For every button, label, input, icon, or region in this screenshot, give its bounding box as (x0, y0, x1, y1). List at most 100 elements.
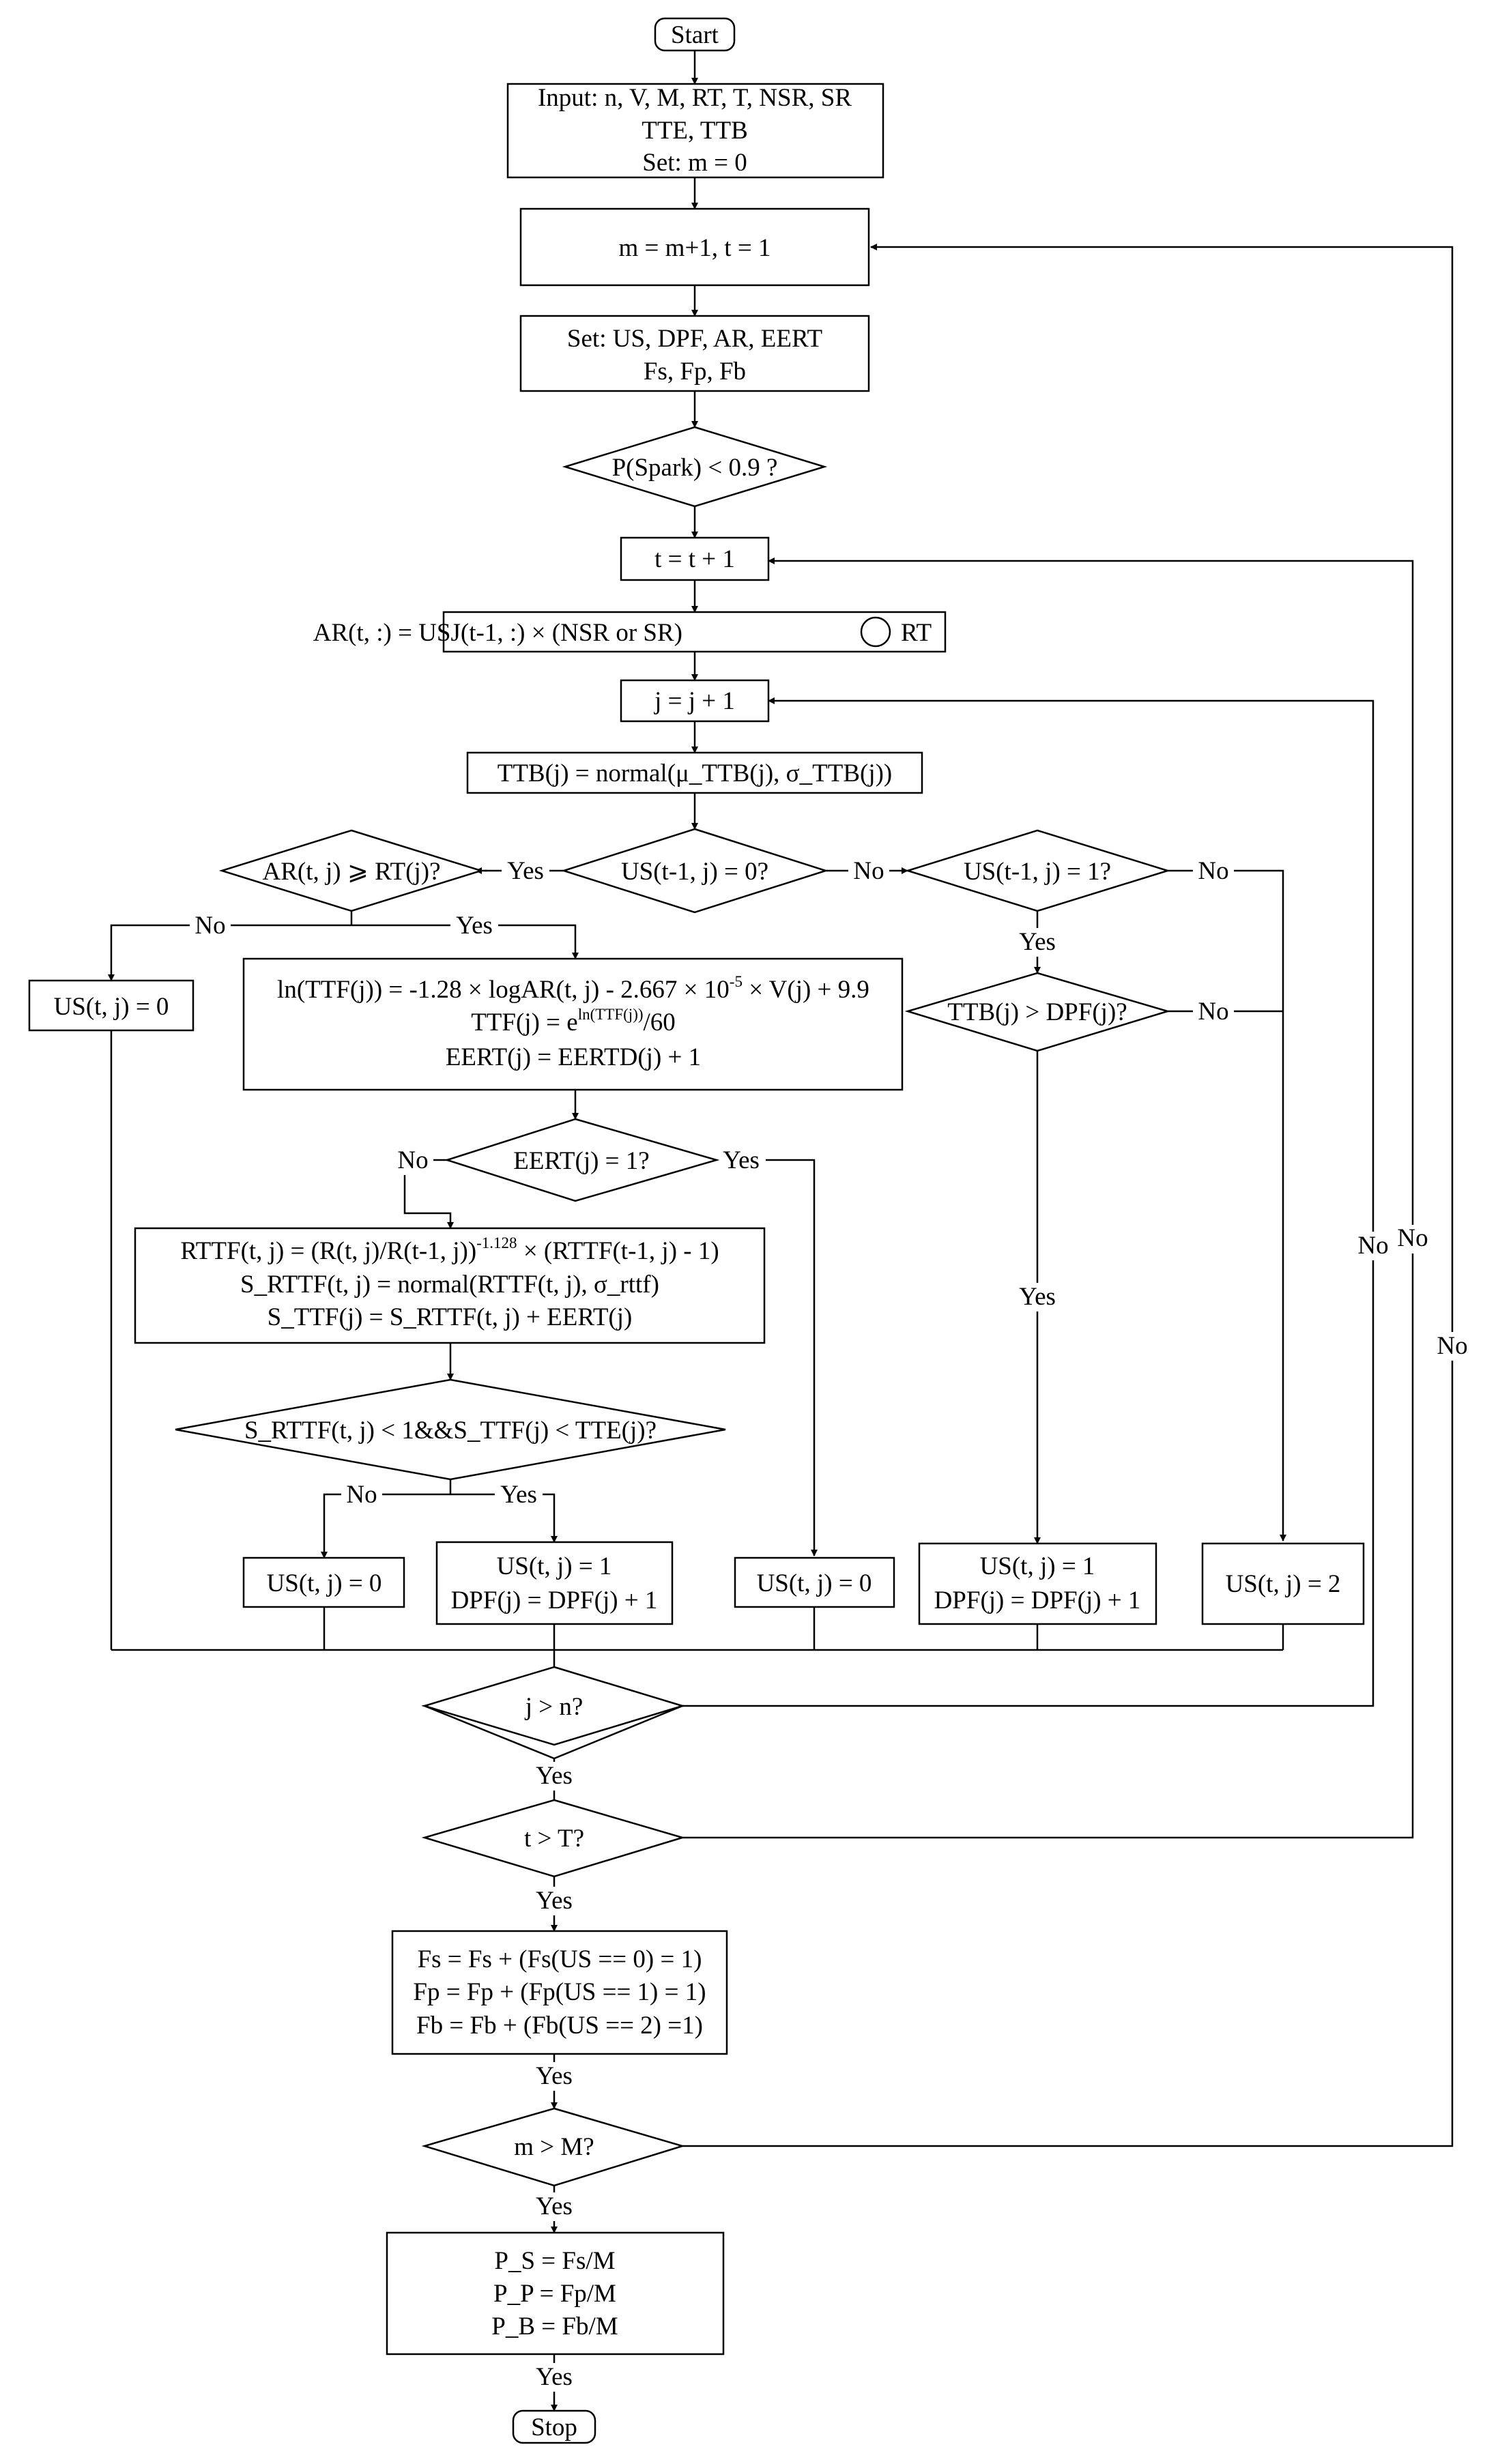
label-tcheck-yes: Yes (536, 1887, 573, 1915)
input-line-3: Set: m = 0 (642, 149, 747, 177)
us-zero-b-box: US(t, j) = 0 (734, 1556, 895, 1608)
us-zero-left-label: US(t, j) = 0 (54, 993, 169, 1021)
probability-line-1: P_S = Fs/M (494, 2247, 615, 2275)
edge-tcheck-no-loop (682, 557, 1414, 1839)
set-vars-line-2: Fs, Fp, Fb (644, 358, 746, 386)
ttb-normal-box: TTB(j) = normal(μ_TTB(j), σ_TTB(j)) (466, 751, 923, 794)
ar-calc-box: AR(t, :) = USJ(t-1, :) × (NSR or SR) RT (313, 611, 947, 653)
us-one-b-box: US(t, j) = 1 DPF(j) = DPF(j) + 1 (918, 1542, 1157, 1625)
ar-rt-decision: AR(t, j) ⩾ RT(j)? (218, 829, 485, 912)
ar-calc-rt: RT (901, 619, 932, 647)
t-check-label: t > T? (524, 1825, 584, 1853)
j-check-label: j > n? (524, 1693, 584, 1721)
edge-srttf-no (321, 1493, 450, 1559)
label-usprev0-no: No (853, 857, 884, 885)
edge-usprev1-no (1168, 869, 1286, 1541)
ttf-box: ln(TTF(j)) = -1.28 × logAR(t, j) - 2.667… (242, 957, 904, 1091)
label-eert-no: No (397, 1146, 428, 1174)
label-ttbdpf-no: No (1198, 998, 1228, 1026)
us-two-label: US(t, j) = 2 (1226, 1570, 1341, 1598)
srttf-decision: S_RTTF(t, j) < 1&&S_TTF(j) < TTE(j)? (175, 1378, 726, 1481)
input-line-2: TTE, TTB (642, 117, 748, 145)
label-usprev0-yes: Yes (507, 857, 544, 885)
label-jcheck-yes: Yes (536, 1762, 573, 1790)
ttb-normal-label: TTB(j) = normal(μ_TTB(j), σ_TTB(j)) (498, 759, 893, 787)
ttb-dpf-label: TTB(j) > DPF(j)? (947, 998, 1127, 1026)
label-srttf-yes: Yes (500, 1481, 537, 1509)
ttb-dpf-decision: TTB(j) > DPF(j)? (904, 972, 1171, 1052)
srttf-label: S_RTTF(t, j) < 1&&S_TTF(j) < TTE(j)? (244, 1417, 657, 1445)
us-prev-one-label: US(t-1, j) = 1? (964, 858, 1111, 886)
edge-archeck-no (108, 924, 351, 981)
us-zero-left-box: US(t, j) = 0 (28, 979, 195, 1032)
label-srttf-no: No (346, 1481, 377, 1509)
rttf-line-3: S_TTF(j) = S_RTTF(t, j) + EERT(j) (268, 1303, 633, 1331)
us-one-a-line-1: US(t, j) = 1 (497, 1552, 612, 1580)
us-zero-b-label: US(t, j) = 0 (757, 1569, 872, 1597)
input-box: Input: n, V, M, RT, T, NSR, SR TTE, TTB … (506, 83, 884, 179)
m-check-decision: m > M? (421, 2107, 686, 2187)
j-check-decision: j > n? (421, 1666, 686, 1760)
edge-eert-yes (717, 1159, 818, 1556)
failure-sum-line-1: Fs = Fs + (Fs(US == 0) = 1) (418, 1945, 702, 1973)
ttf-line-2: TTF(j) = eln(TTF(j))/60 (471, 1006, 676, 1037)
start-node: Start (654, 17, 736, 52)
edge-labels: Yes No No Yes No Yes No Yes No Yes No Ye… (190, 856, 1474, 2392)
j-increment-box: j = j + 1 (620, 679, 770, 723)
label-jcheck-no: No (1357, 1232, 1388, 1260)
set-vars-box: Set: US, DPF, AR, EERT Fs, Fp, Fb (519, 315, 870, 392)
rttf-line-2: S_RTTF(t, j) = normal(RTTF(t, j), σ_rttf… (240, 1271, 659, 1299)
label-eert-yes: Yes (723, 1146, 760, 1174)
m-increment-label: m = m+1, t = 1 (619, 234, 771, 262)
stop-label: Stop (531, 2414, 577, 2441)
edge-srttf-yes (450, 1493, 558, 1543)
input-line-1: Input: n, V, M, RT, T, NSR, SR (538, 84, 852, 112)
ttf-line-3: EERT(j) = EERTD(j) + 1 (446, 1043, 701, 1071)
label-tcheck-no: No (1397, 1224, 1428, 1252)
set-vars-line-1: Set: US, DPF, AR, EERT (567, 325, 822, 353)
eert-label: EERT(j) = 1? (513, 1147, 649, 1175)
spark-decision: P(Spark) < 0.9 ? (562, 426, 828, 508)
us-prev-zero-label: US(t-1, j) = 0? (621, 858, 768, 886)
us-two-box: US(t, j) = 2 (1201, 1542, 1365, 1625)
t-increment-label: t = t + 1 (654, 545, 735, 573)
ttf-line-1: ln(TTF(j)) = -1.28 × logAR(t, j) - 2.667… (277, 973, 869, 1004)
edge-archeck-yes (351, 924, 579, 959)
label-fsum-yes: Yes (536, 2062, 573, 2090)
label-ttbdpf-yes: Yes (1019, 1283, 1056, 1311)
failure-sum-line-2: Fp = Fp + (Fp(US == 1) = 1) (413, 1978, 706, 2006)
label-archeck-no: No (195, 912, 225, 940)
us-one-b-line-1: US(t, j) = 1 (980, 1552, 1095, 1580)
us-one-b-line-2: DPF(j) = DPF(j) + 1 (934, 1586, 1141, 1614)
hadamard-circle-icon (860, 616, 891, 648)
connectors (108, 50, 1454, 2411)
m-check-label: m > M? (514, 2133, 594, 2161)
us-zero-a-label: US(t, j) = 0 (267, 1569, 382, 1597)
label-prob-yes: Yes (536, 2363, 573, 2391)
failure-sum-box: Fs = Fs + (Fs(US == 0) = 1) Fp = Fp + (F… (391, 1930, 728, 2055)
spark-label: P(Spark) < 0.9 ? (612, 454, 778, 482)
stop-node: Stop (512, 2409, 596, 2444)
label-archeck-yes: Yes (456, 912, 493, 940)
us-prev-zero-decision: US(t-1, j) = 0? (560, 828, 829, 914)
t-check-decision: t > T? (421, 1799, 686, 1878)
edge-mcheck-no-loop (682, 244, 1454, 2147)
us-zero-a-box: US(t, j) = 0 (242, 1556, 405, 1608)
m-increment-box: m = m+1, t = 1 (519, 207, 870, 287)
probability-box: P_S = Fs/M P_P = Fp/M P_B = Fb/M (386, 2231, 725, 2356)
label-usprev1-yes: Yes (1019, 928, 1056, 956)
rttf-line-1: RTTF(t, j) = (R(t, j)/R(t-1, j))-1.128 ×… (180, 1234, 719, 1265)
failure-sum-line-3: Fb = Fb + (Fb(US == 2) =1) (416, 2012, 703, 2040)
us-prev-one-decision: US(t-1, j) = 1? (904, 829, 1171, 912)
label-usprev1-no: No (1198, 857, 1228, 885)
probability-line-3: P_B = Fb/M (491, 2313, 618, 2340)
t-increment-box: t = t + 1 (620, 536, 770, 581)
label-mcheck-yes: Yes (536, 2192, 573, 2220)
ar-calc-label: AR(t, :) = USJ(t-1, :) × (NSR or SR) (313, 619, 682, 647)
j-increment-label: j = j + 1 (653, 687, 735, 715)
ar-rt-label: AR(t, j) ⩾ RT(j)? (262, 858, 440, 886)
edge-jcheck-no-loop (682, 697, 1374, 1707)
probability-line-2: P_P = Fp/M (493, 2280, 616, 2308)
rttf-box: RTTF(t, j) = (R(t, j)/R(t-1, j))-1.128 ×… (134, 1227, 766, 1344)
